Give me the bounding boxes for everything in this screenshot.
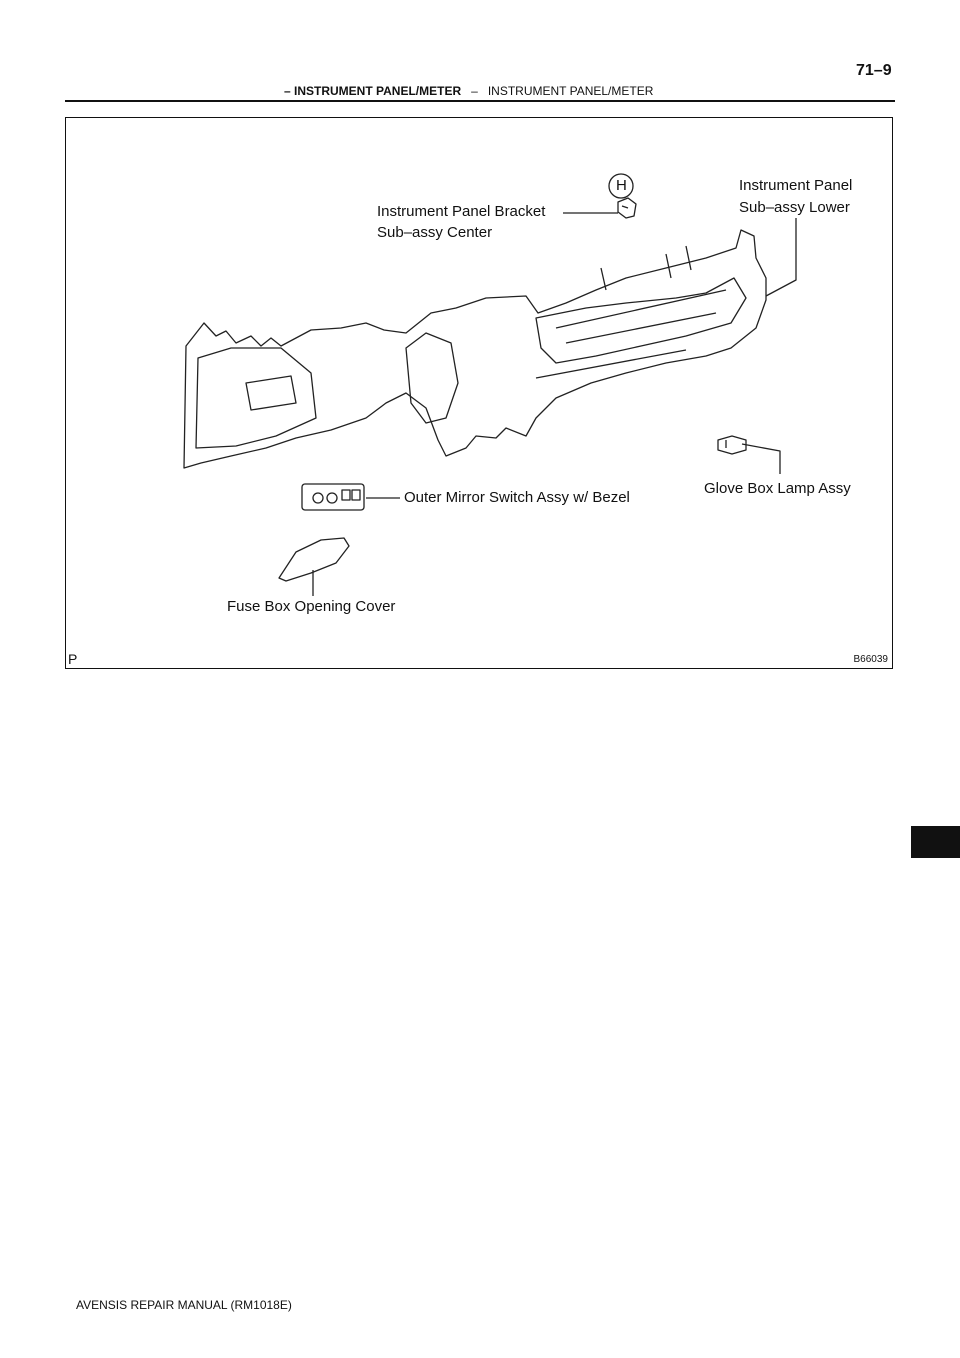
footer-text: AVENSIS REPAIR MANUAL (RM1018E) bbox=[76, 1298, 292, 1312]
panel-detail-left bbox=[195, 347, 317, 449]
mirror-switch-key-2 bbox=[351, 489, 361, 501]
section-tab bbox=[911, 826, 960, 858]
page-number: 71–9 bbox=[856, 62, 892, 79]
label-bracket-line1: Instrument Panel Bracket bbox=[377, 203, 546, 220]
label-panel-line2: Sub–assy Lower bbox=[739, 199, 850, 216]
panel-outline bbox=[183, 229, 767, 469]
mirror-switch-knob-1 bbox=[312, 492, 324, 504]
instrument-panel-illustration bbox=[183, 173, 797, 596]
fuse-box-cover-part bbox=[278, 537, 350, 582]
panel-detail-tabs bbox=[600, 245, 692, 291]
mirror-switch-part bbox=[301, 483, 365, 511]
panel-detail-glovebox bbox=[535, 277, 747, 364]
panel-detail-ribs bbox=[535, 289, 727, 379]
figure-corner-letter: P bbox=[68, 651, 78, 667]
parts-figure: H Instrument Panel Bracket Sub–assy Cent… bbox=[65, 117, 893, 669]
header-section-regular: INSTRUMENT PANEL/METER bbox=[487, 84, 654, 98]
panel-detail-center bbox=[405, 332, 459, 424]
leader-glove bbox=[741, 443, 781, 474]
callout-circle bbox=[608, 173, 634, 199]
header-title: – INSTRUMENT PANEL/METER–INSTRUMENT PANE… bbox=[284, 84, 653, 98]
leader-panel bbox=[765, 218, 797, 297]
bracket-part bbox=[617, 197, 637, 219]
header-rule bbox=[65, 100, 895, 102]
label-glove-box-lamp: Glove Box Lamp Assy bbox=[704, 480, 851, 497]
mirror-switch-knob-2 bbox=[326, 492, 338, 504]
glove-box-lamp-part bbox=[717, 435, 747, 455]
label-bracket-line2: Sub–assy Center bbox=[377, 224, 493, 241]
mirror-switch-key-1 bbox=[341, 489, 351, 501]
label-mirror-switch: Outer Mirror Switch Assy w/ Bezel bbox=[404, 489, 630, 506]
panel-detail-left-slot bbox=[245, 375, 297, 411]
header-section-bold: – INSTRUMENT PANEL/METER bbox=[284, 84, 462, 98]
label-panel-line1: Instrument Panel bbox=[739, 177, 853, 194]
figure-code: B66039 bbox=[853, 654, 888, 665]
label-fuse-box-cover: Fuse Box Opening Cover bbox=[227, 598, 396, 615]
header-separator: – bbox=[471, 84, 478, 98]
callout-letter: H bbox=[616, 177, 627, 194]
